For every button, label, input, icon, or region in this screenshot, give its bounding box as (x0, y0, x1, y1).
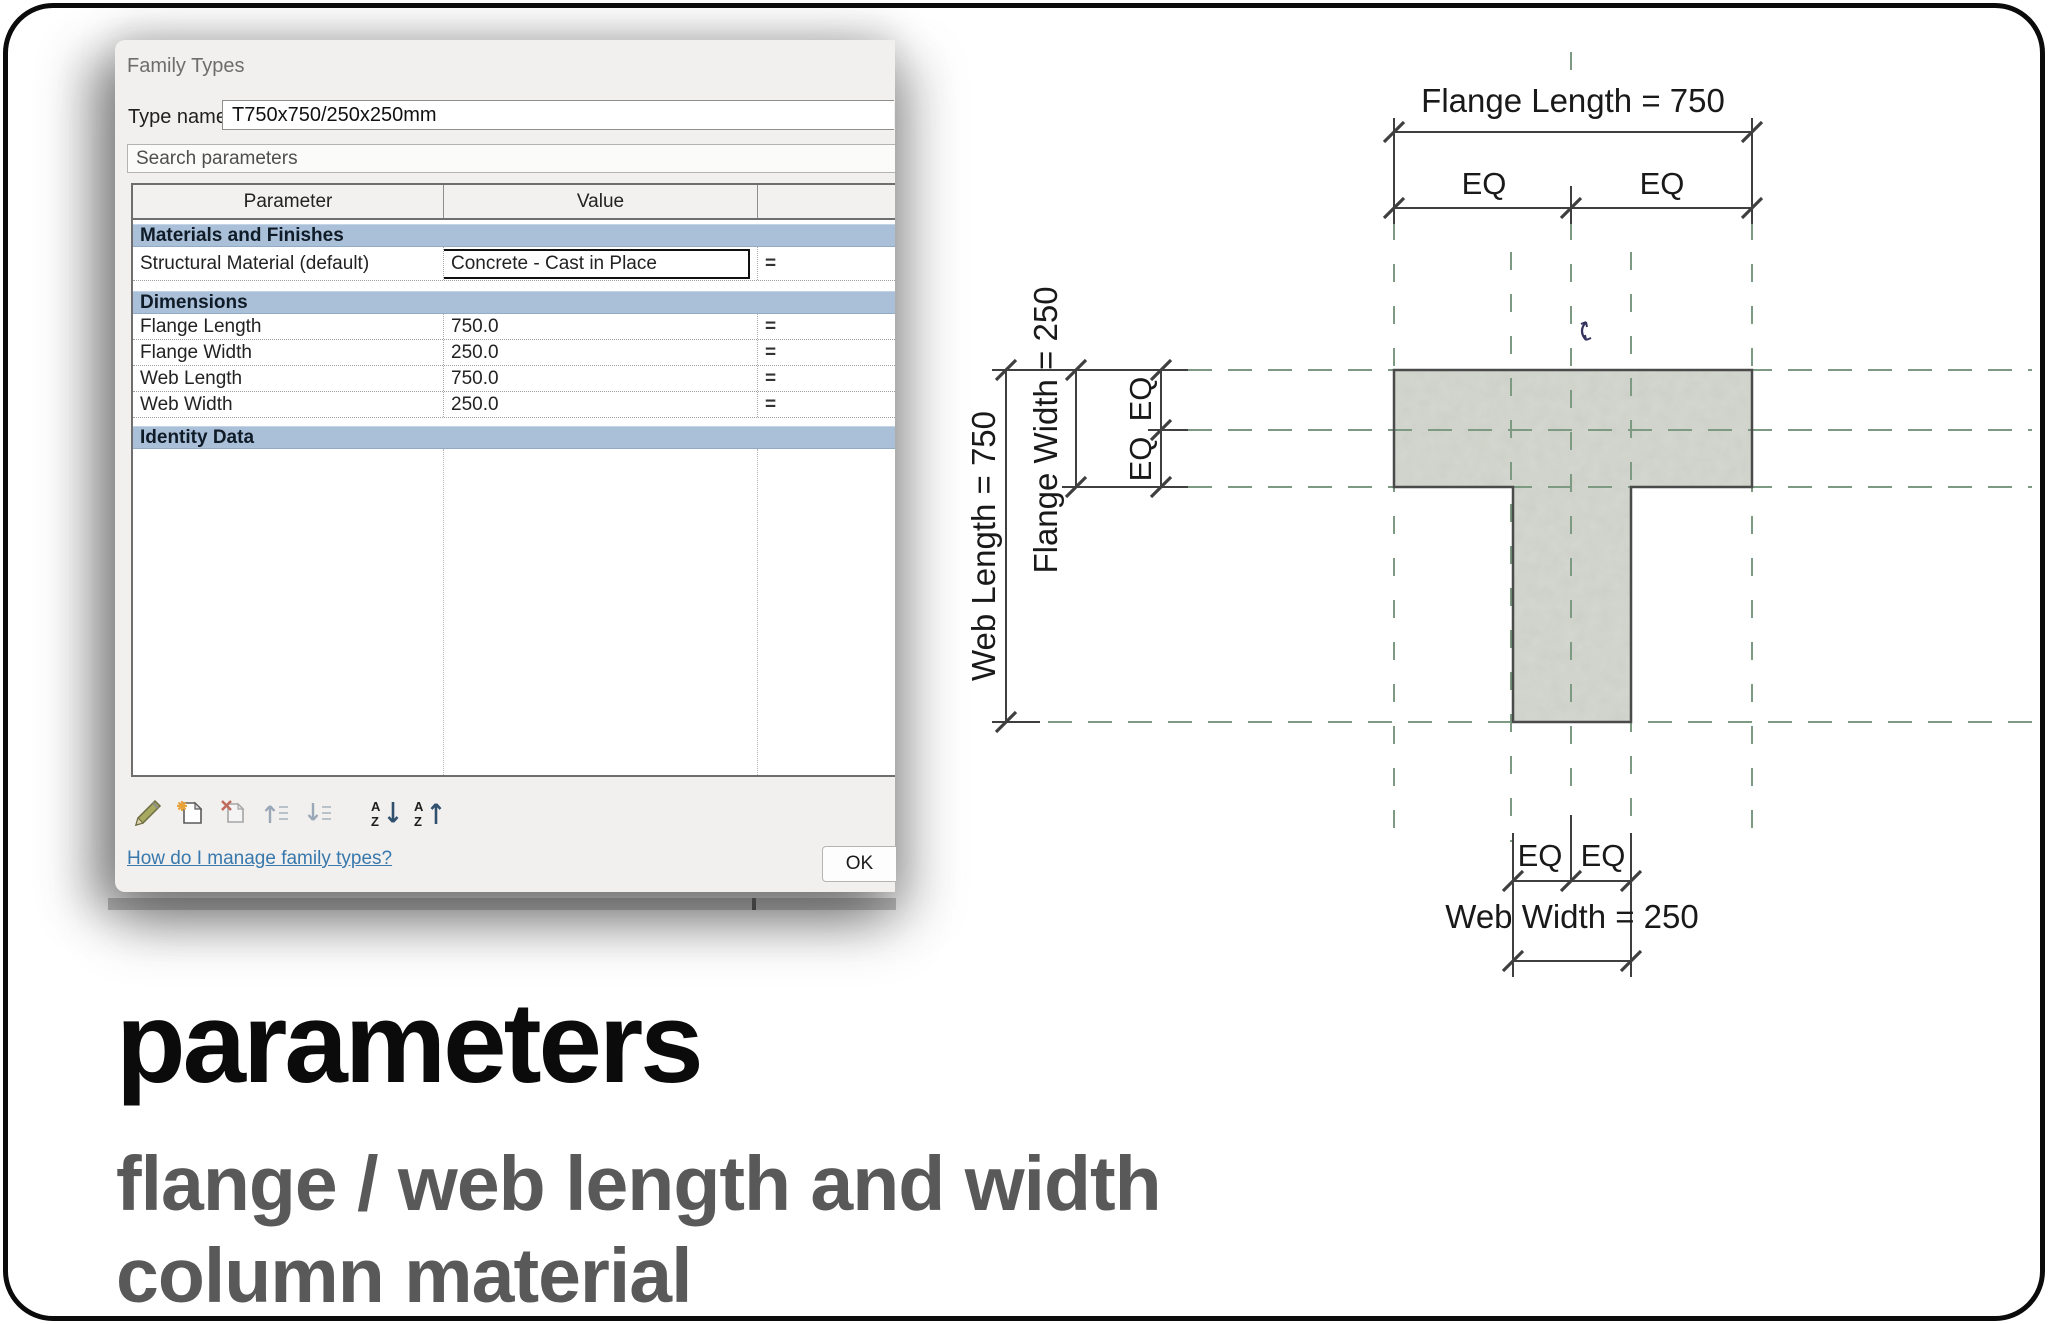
type-name-input[interactable] (222, 100, 894, 130)
sort-letter-a: A (371, 799, 381, 814)
sort-letter-a: A (414, 799, 424, 814)
column-header-formula[interactable] (758, 185, 895, 218)
dialog-title: Family Types (127, 55, 245, 77)
divider (133, 418, 895, 426)
table-header-row: Parameter Value (133, 185, 895, 220)
t-column-outline (1392, 368, 1754, 724)
window-edge-bar (108, 898, 896, 910)
eq-label: EQ (1640, 166, 1685, 201)
help-link[interactable]: How do I manage family types? (127, 848, 393, 869)
flange-width-dim-label: Flange Width = 250 (1027, 286, 1064, 573)
divider (133, 220, 895, 224)
flange-length-dim-label: Flange Length = 750 (1421, 82, 1725, 119)
table-row[interactable]: Flange Width 250.0 = (133, 340, 895, 366)
parameter-name[interactable]: Flange Width (133, 340, 444, 365)
move-down-icon[interactable] (305, 798, 335, 828)
caption-title: parameters (116, 980, 704, 1107)
column-header-parameter[interactable]: Parameter (133, 185, 444, 218)
table-row[interactable]: Structural Material (default) Concrete -… (133, 247, 895, 281)
formula-equals: = (765, 252, 777, 274)
dimension-ticks (994, 120, 1764, 973)
divider (133, 281, 895, 291)
formula-equals: = (765, 367, 777, 389)
parameter-value[interactable]: 750.0 (444, 314, 758, 339)
parameter-value-cell[interactable]: Concrete - Cast in Place (444, 247, 758, 280)
sort-descending-icon[interactable]: A Z (413, 798, 443, 828)
search-parameters-input[interactable] (127, 144, 895, 173)
type-name-label: Type name: (128, 106, 233, 128)
caption-subtitle-line1: flange / web length and width (116, 1141, 1162, 1227)
parameters-table: Parameter Value Materials and Finishes S… (131, 183, 895, 777)
new-parameter-icon[interactable] (176, 798, 206, 828)
formula-equals: = (765, 315, 777, 337)
table-empty-area (133, 449, 895, 775)
dimension-lines (992, 118, 1753, 977)
eq-label: EQ (1581, 838, 1626, 873)
delete-parameter-icon[interactable] (219, 798, 249, 828)
sort-letter-z: Z (414, 814, 422, 828)
eq-label: EQ (1123, 377, 1158, 422)
parameter-value[interactable]: 250.0 (444, 340, 758, 365)
web-length-dim-label: Web Length = 750 (965, 411, 1002, 681)
window-edge-tick (752, 898, 756, 910)
parameter-name[interactable]: Web Length (133, 366, 444, 391)
caption-subtitle: flange / web length and width column mat… (116, 1138, 1162, 1322)
structural-material-value-selected[interactable]: Concrete - Cast in Place (444, 248, 750, 279)
t-column-shape (1394, 370, 1752, 722)
parameter-name[interactable]: Flange Length (133, 314, 444, 339)
group-row-dimensions[interactable]: Dimensions (133, 291, 895, 314)
move-up-icon[interactable] (262, 798, 292, 828)
family-types-toolbar: A Z A Z (133, 798, 443, 830)
table-row[interactable]: Web Length 750.0 = (133, 366, 895, 392)
parameter-name[interactable]: Web Width (133, 392, 444, 417)
caption-subtitle-line2: column material (116, 1233, 693, 1319)
mouse-cursor-icon (1580, 321, 1592, 341)
table-row[interactable]: Flange Length 750.0 = (133, 314, 895, 340)
column-header-value[interactable]: Value (444, 185, 758, 218)
sort-letter-z: Z (371, 814, 379, 828)
formula-equals: = (765, 393, 777, 415)
parameter-value[interactable]: 250.0 (444, 392, 758, 417)
web-width-dim-label: Web Width = 250 (1445, 898, 1698, 935)
ok-button[interactable]: OK (822, 846, 896, 882)
group-row-materials-and-finishes[interactable]: Materials and Finishes (133, 224, 895, 247)
eq-label: EQ (1123, 437, 1158, 482)
parameter-name[interactable]: Structural Material (default) (133, 247, 444, 280)
t-column-plan-drawing: Flange Length = 750 EQ EQ Web Length = 7… (965, 52, 2032, 977)
formula-equals: = (765, 341, 777, 363)
edit-pencil-icon[interactable] (133, 798, 163, 828)
family-types-dialog: Family Types Type name: Parameter Value … (115, 40, 896, 892)
group-row-identity-data[interactable]: Identity Data (133, 426, 895, 449)
parameter-value[interactable]: 750.0 (444, 366, 758, 391)
sort-ascending-icon[interactable]: A Z (370, 798, 400, 828)
eq-label: EQ (1462, 166, 1507, 201)
table-row[interactable]: Web Width 250.0 = (133, 392, 895, 418)
eq-label: EQ (1518, 838, 1563, 873)
